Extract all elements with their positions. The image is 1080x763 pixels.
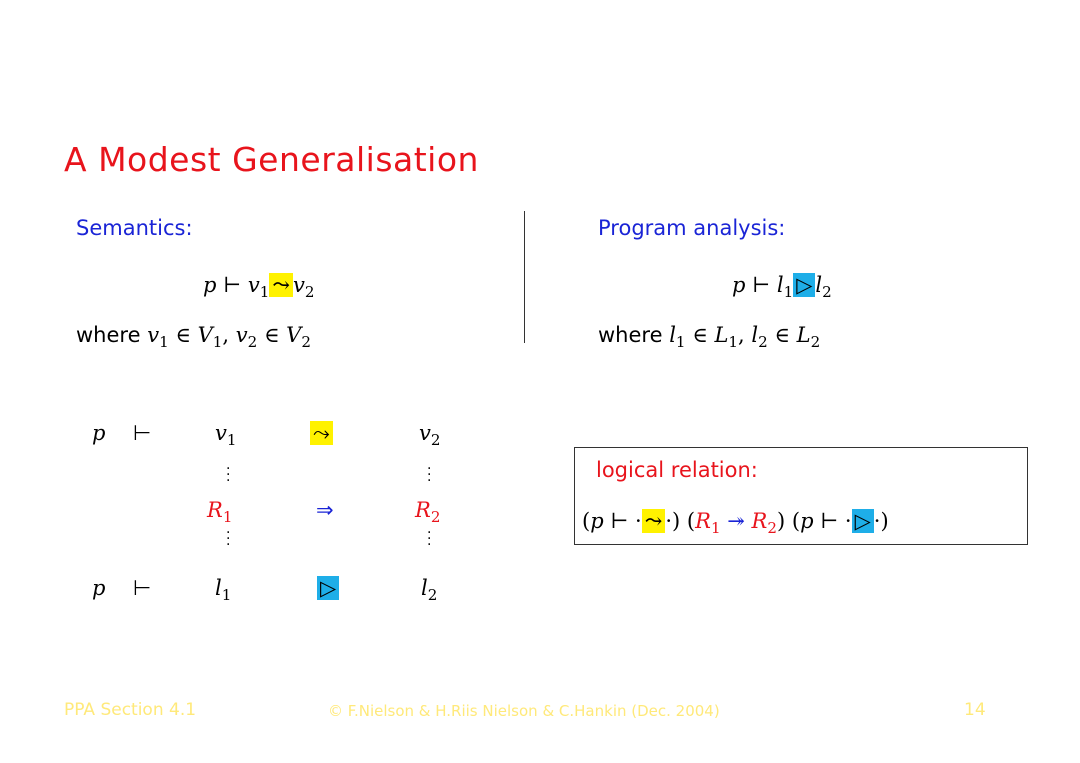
diagram-v2: v2 [419, 421, 441, 449]
semantics-where: where v1 ∈ V1, v2 ∈ V2 [76, 323, 311, 351]
diagram-l2: l2 [421, 576, 438, 604]
program-analysis-heading: Program analysis: [598, 216, 786, 240]
analysis-relation-symbol: ▷ [793, 273, 816, 297]
footer-copyright: © F.Nielson & H.Riis Nielson & C.Hankin … [328, 702, 720, 720]
semantics-judgement: p ⊢ v1⤳v2 [203, 273, 315, 301]
diagram-l1: l1 [215, 576, 232, 604]
footer-page-number: 14 [964, 700, 986, 720]
diagram-implies: ⇒ [316, 498, 334, 522]
semantic-transition-symbol: ⤳ [269, 273, 293, 297]
logical-relation-label: logical relation: [596, 458, 758, 482]
diagram-semantic-arrow: ⤳ [310, 421, 333, 446]
analysis-where: where l1 ∈ L1, l2 ∈ L2 [598, 323, 821, 351]
slide-title: A Modest Generalisation [64, 140, 479, 179]
diagram-top-p: p [92, 421, 106, 445]
diagram-dots-right-upper: ··· [427, 461, 432, 489]
analysis-where-word: where [598, 323, 663, 347]
diagram-r1: R1 [207, 498, 233, 526]
diagram-dots-left-upper: ··· [226, 461, 231, 489]
semantics-heading: Semantics: [76, 216, 193, 240]
diagram-dots-right-lower: ··· [427, 525, 432, 553]
diagram-top-turnstile: ⊢ [133, 421, 152, 445]
semantics-where-word: where [76, 323, 141, 347]
diagram-v1: v1 [215, 421, 237, 449]
footer-section: PPA Section 4.1 [64, 700, 197, 720]
diagram-analysis-arrow: ▷ [317, 576, 340, 600]
diagram-r2: R2 [415, 498, 441, 526]
analysis-judgement: p ⊢ l1▷l2 [732, 273, 832, 301]
logical-relation-formula: (p ⊢ ·⤳·) (R1 ↠ R2) (p ⊢ ·▷·) [582, 509, 889, 537]
diagram-dots-left-lower: ··· [226, 525, 231, 553]
column-divider [524, 211, 525, 343]
diagram-bottom-turnstile: ⊢ [133, 576, 152, 600]
logical-relation-box [574, 447, 1028, 545]
diagram-bottom-p: p [92, 576, 106, 600]
